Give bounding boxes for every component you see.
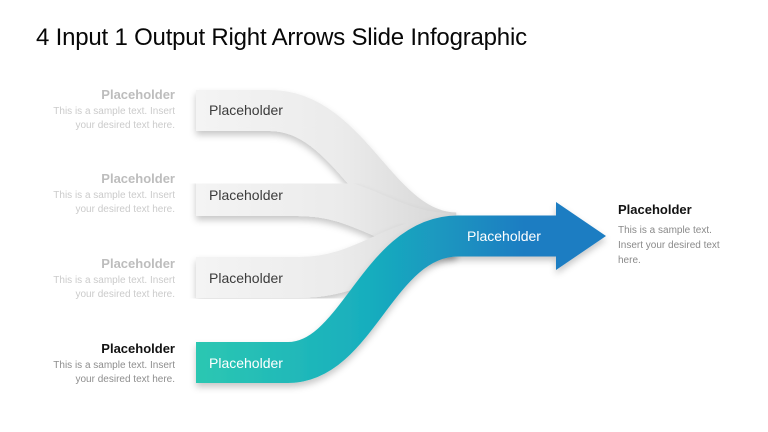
band-2-label: Placeholder bbox=[209, 187, 283, 203]
output-arrowhead bbox=[556, 202, 606, 270]
input-3-heading: Placeholder bbox=[101, 256, 175, 271]
output-heading: Placeholder bbox=[618, 202, 692, 217]
input-2-heading: Placeholder bbox=[101, 171, 175, 186]
input-4-body: This is a sample text. Insert your desir… bbox=[53, 360, 175, 385]
input-4-heading: Placeholder bbox=[101, 341, 175, 356]
input-band-4-highlighted bbox=[196, 215, 562, 383]
band-4-label: Placeholder bbox=[209, 355, 283, 371]
input-2-body: This is a sample text. Insert your desir… bbox=[53, 190, 175, 215]
band-3-label: Placeholder bbox=[209, 270, 283, 286]
output-body: This is a sample text. Insert your desir… bbox=[618, 225, 720, 266]
output-arrow-label: Placeholder bbox=[467, 228, 541, 244]
input-4-text-block: Placeholder This is a sample text. Inser… bbox=[33, 341, 175, 386]
input-3-body: This is a sample text. Insert your desir… bbox=[53, 275, 175, 300]
input-1-text-block: Placeholder This is a sample text. Inser… bbox=[33, 87, 175, 132]
input-1-body: This is a sample text. Insert your desir… bbox=[53, 106, 175, 131]
slide-title: 4 Input 1 Output Right Arrows Slide Info… bbox=[36, 24, 527, 51]
input-3-text-block: Placeholder This is a sample text. Inser… bbox=[33, 256, 175, 301]
input-1-heading: Placeholder bbox=[101, 87, 175, 102]
band-1-label: Placeholder bbox=[209, 102, 283, 118]
output-text-block: Placeholder This is a sample text. Inser… bbox=[618, 202, 722, 268]
input-2-text-block: Placeholder This is a sample text. Inser… bbox=[33, 171, 175, 216]
